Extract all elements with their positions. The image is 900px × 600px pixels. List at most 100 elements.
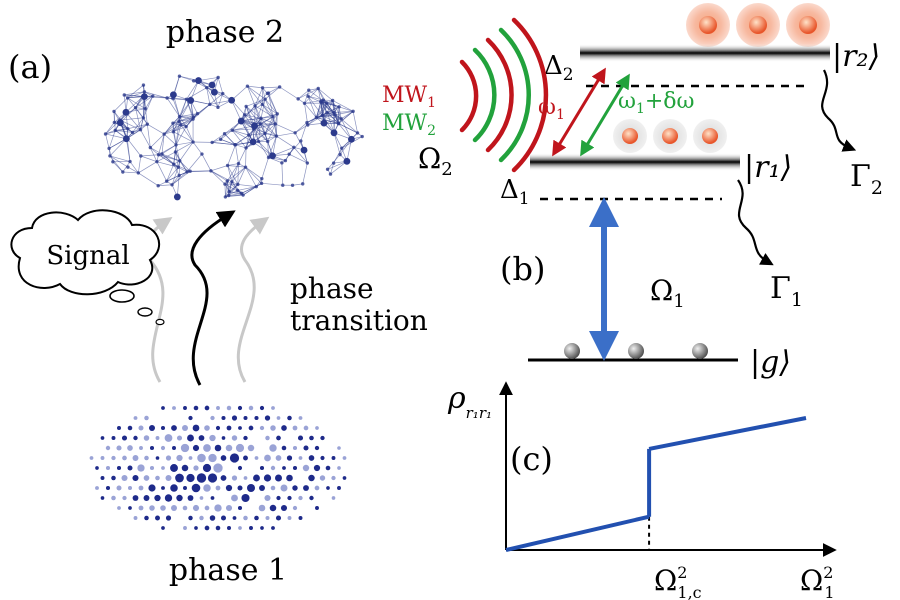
- lattice-atom: [183, 526, 187, 530]
- lattice-atom: [337, 446, 341, 450]
- lattice-atom: [133, 416, 138, 420]
- network-edge: [281, 162, 284, 186]
- decay-arrow-r1: [737, 179, 774, 266]
- network-edge: [227, 163, 239, 166]
- network-edge: [206, 87, 219, 108]
- network-node: [283, 158, 288, 163]
- network-edge: [126, 138, 142, 157]
- network-node: [338, 152, 342, 157]
- density-curve-segment-3: [648, 416, 807, 451]
- network-edge: [138, 172, 159, 187]
- network-edge: [210, 165, 228, 172]
- network-edge: [163, 133, 177, 146]
- lattice-atom: [337, 466, 341, 470]
- network-edge: [245, 147, 247, 168]
- decay-arrow-r2: [821, 69, 857, 152]
- network-node: [256, 139, 261, 144]
- state-g-label: |g⟩: [750, 345, 791, 380]
- network-edge: [225, 180, 228, 197]
- network-edge: [320, 101, 340, 108]
- lattice-atom: [270, 485, 276, 491]
- network-edge: [179, 116, 187, 127]
- network-edge: [317, 88, 327, 104]
- lattice-atom: [248, 405, 254, 411]
- network-node: [259, 181, 264, 186]
- network-edge: [316, 117, 339, 124]
- network-edge: [186, 153, 203, 173]
- network-edge: [150, 147, 158, 162]
- lattice-atom: [265, 435, 270, 441]
- lattice-atom: [298, 516, 303, 520]
- network-node: [141, 94, 145, 99]
- network-node: [223, 195, 228, 199]
- lattice-atom: [270, 465, 276, 471]
- lattice-atom: [214, 504, 222, 512]
- plot-area: [505, 416, 807, 552]
- lattice-atom: [271, 526, 275, 530]
- network-edge: [120, 107, 136, 123]
- network-edge: [338, 106, 354, 112]
- lattice-atom: [246, 483, 256, 493]
- network-node: [204, 85, 209, 90]
- network-edge: [260, 113, 278, 119]
- lattice-atom: [165, 515, 172, 521]
- network-node: [142, 90, 147, 94]
- network-node: [191, 117, 195, 121]
- rydberg-atoms-mid: [613, 119, 727, 153]
- network-edge: [261, 182, 283, 186]
- network-edge: [158, 175, 180, 187]
- network-node: [242, 113, 247, 117]
- network-node: [260, 86, 265, 90]
- network-node: [254, 184, 258, 189]
- network-edge: [109, 138, 127, 157]
- lattice-atom: [111, 495, 116, 501]
- network-edge: [245, 106, 262, 119]
- network-node: [259, 116, 263, 121]
- lattice-atom: [238, 526, 242, 530]
- lattice-cluster: [89, 405, 347, 531]
- lattice-atom: [292, 505, 298, 511]
- lattice-atom: [238, 426, 242, 430]
- network-node: [236, 161, 241, 166]
- lattice-atom: [100, 436, 105, 440]
- panel-b-label: (b): [500, 250, 545, 288]
- network-node: [290, 183, 295, 187]
- lattice-atom: [281, 445, 287, 451]
- network-edge: [108, 130, 116, 149]
- network-node: [177, 119, 181, 124]
- network-node: [230, 180, 234, 184]
- network-node: [173, 150, 178, 154]
- network-node: [200, 152, 204, 156]
- lattice-atom: [235, 443, 245, 453]
- lattice-atom: [259, 425, 265, 431]
- lattice-atom: [204, 405, 210, 411]
- lattice-atom: [149, 465, 155, 471]
- lattice-atom: [105, 445, 111, 451]
- network-node: [148, 145, 153, 150]
- network-node: [293, 131, 297, 135]
- network-node: [265, 139, 270, 144]
- network-edge: [175, 144, 181, 161]
- lattice-atom: [225, 444, 233, 452]
- network-node: [174, 143, 178, 147]
- lattice-atom: [95, 486, 99, 490]
- network-edge: [276, 135, 295, 148]
- lattice-atom: [204, 505, 210, 511]
- network-node: [192, 79, 196, 83]
- network-edge: [179, 113, 198, 117]
- network-node: [208, 102, 212, 107]
- network-node: [160, 152, 164, 156]
- lattice-atom: [149, 445, 155, 451]
- panel-a-label: (a): [8, 48, 52, 86]
- level-r2: [580, 44, 830, 62]
- lattice-atom: [175, 473, 184, 483]
- network-edge: [247, 85, 263, 89]
- network-node: [128, 159, 132, 164]
- network-node: [244, 104, 248, 109]
- lattice-atom: [287, 516, 292, 520]
- network-edge: [260, 118, 266, 134]
- lattice-atom: [143, 435, 150, 441]
- network-edge: [264, 86, 280, 100]
- network-node: [121, 170, 125, 174]
